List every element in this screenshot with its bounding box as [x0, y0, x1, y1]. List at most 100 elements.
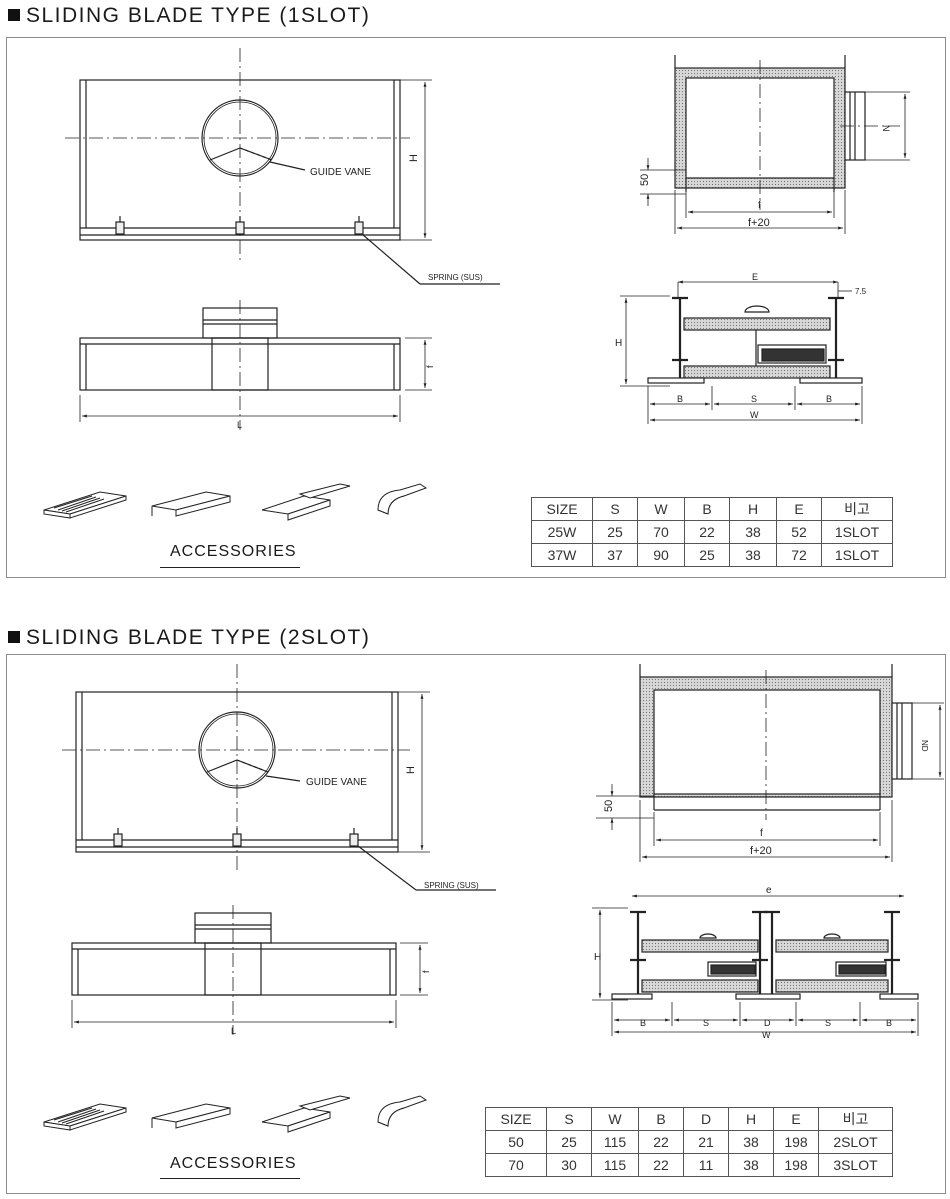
dim-s-label: S [751, 394, 757, 404]
table-cell: 38 [729, 543, 777, 567]
dim-h-label: H [615, 338, 622, 349]
table-cell: 30 [546, 1153, 592, 1177]
table-header: 비고 [818, 1107, 893, 1131]
accessories-label: ACCESSORIES [170, 543, 297, 560]
dim-f-label: f [758, 200, 761, 211]
table-cell: 52 [776, 520, 822, 544]
side-l-label-2: L [231, 1026, 236, 1036]
side-view-2 [71, 905, 428, 1035]
dim-b-left-label: B [677, 394, 683, 404]
section1-title: SLIDING BLADE TYPE (1SLOT) [8, 4, 370, 28]
dim-b-left-label-2: B [640, 1018, 646, 1028]
front-view [65, 48, 500, 285]
table-cell: 22 [638, 1153, 684, 1177]
bullet-square-icon [8, 9, 20, 21]
table-header: B [638, 1107, 684, 1131]
side-f-label: f [425, 365, 435, 368]
table-row: 37W 37 90 25 38 72 1SLOT [531, 543, 893, 567]
accessory-grille [43, 491, 127, 519]
table-cell: 22 [638, 1130, 684, 1154]
spec-table-1: SIZE S W B H E 비고 25W 25 70 22 38 52 1SL… [531, 497, 893, 567]
dim-e-label: E [752, 272, 758, 282]
dim-f-label-2: f [760, 828, 763, 839]
front-h-label: H [408, 154, 420, 162]
table-cell: 2SLOT [818, 1130, 893, 1154]
dim-b-right-label: B [826, 394, 832, 404]
table-header: S [546, 1107, 592, 1131]
spring-label: SPRING (SUS) [428, 273, 483, 282]
front-h-label-2: H [405, 766, 417, 774]
front-view-2 [62, 664, 496, 891]
table-cell: 37W [531, 543, 593, 567]
dim-75-label: 7.5 [855, 287, 867, 296]
accessory-joint [261, 483, 351, 521]
table-cell: 115 [591, 1130, 639, 1154]
side-f-label-2: f [421, 970, 431, 973]
dim-nd-label: ND [920, 740, 929, 752]
table-header: 비고 [821, 497, 893, 521]
spring-clip-2-2 [232, 828, 242, 847]
table-header: W [591, 1107, 639, 1131]
table-cell: 25 [546, 1130, 592, 1154]
side-view [79, 300, 432, 430]
table-cell: 198 [773, 1153, 819, 1177]
table-header-row: SIZE S W B D H E 비고 [485, 1107, 893, 1131]
dim-b-right-label-2: B [886, 1018, 892, 1028]
plenum-section-view [640, 55, 910, 234]
table-cell: 37 [592, 543, 638, 567]
table-header: SIZE [531, 497, 593, 521]
accessories-underline [160, 567, 300, 568]
slot-cross-section [620, 280, 863, 424]
dim-n-label: N [881, 125, 891, 132]
dim-h-label-2: H [594, 952, 601, 963]
table-header: E [773, 1107, 819, 1131]
guide-vane-label-2: GUIDE VANE [306, 777, 367, 788]
side-l-label: L [237, 420, 242, 430]
slot-cross-section-2 [592, 894, 919, 1036]
section2-panel [6, 654, 946, 1194]
accessory-joint-2 [261, 1095, 351, 1133]
dim-d-label-2: D [764, 1018, 771, 1028]
table-cell: 72 [776, 543, 822, 567]
table-cell: 50 [485, 1130, 547, 1154]
section2-title: SLIDING BLADE TYPE (2SLOT) [8, 626, 370, 650]
accessories-illustrations [43, 483, 428, 521]
spring-clip-2-3 [349, 828, 359, 847]
table-cell: 1SLOT [821, 543, 893, 567]
table-cell: 70 [637, 520, 685, 544]
dim-s-right-label-2: S [825, 1018, 831, 1028]
table-cell: 198 [773, 1130, 819, 1154]
spring-clip-2-1 [113, 828, 123, 847]
guide-vane-label: GUIDE VANE [310, 167, 371, 178]
table-cell: 25 [684, 543, 730, 567]
table-header: S [592, 497, 638, 521]
dim-w-label-2: W [762, 1030, 771, 1040]
table-cell: 22 [684, 520, 730, 544]
table-header: SIZE [485, 1107, 547, 1131]
accessories-illustrations-2 [43, 1095, 428, 1133]
table-cell: 11 [683, 1153, 729, 1177]
plenum-section-view-2 [596, 664, 944, 862]
table-cell: 70 [485, 1153, 547, 1177]
bullet-square-icon [8, 631, 20, 643]
table-row: 50 25 115 22 21 38 198 2SLOT [485, 1130, 893, 1154]
dim-w-label: W [750, 410, 759, 420]
section1-drawing: GUIDE VANE SPRING (SUS) H L f [43, 48, 910, 521]
accessory-end-cap [151, 491, 231, 517]
table-cell: 115 [591, 1153, 639, 1177]
table-cell: 25 [592, 520, 638, 544]
dim-50-label: 50 [639, 174, 651, 186]
accessory-grille-2 [43, 1103, 127, 1131]
accessory-end-cap-2 [151, 1103, 231, 1129]
section1-panel [6, 37, 946, 578]
spring-clip-1 [115, 216, 125, 235]
table-header: H [728, 1107, 774, 1131]
table-cell: 25W [531, 520, 593, 544]
spring-clip-2 [235, 216, 245, 235]
table-cell: 3SLOT [818, 1153, 893, 1177]
table-cell: 38 [729, 520, 777, 544]
accessory-elbow [377, 483, 428, 515]
dim-e-label-2: e [766, 885, 772, 896]
table-cell: 21 [683, 1130, 729, 1154]
